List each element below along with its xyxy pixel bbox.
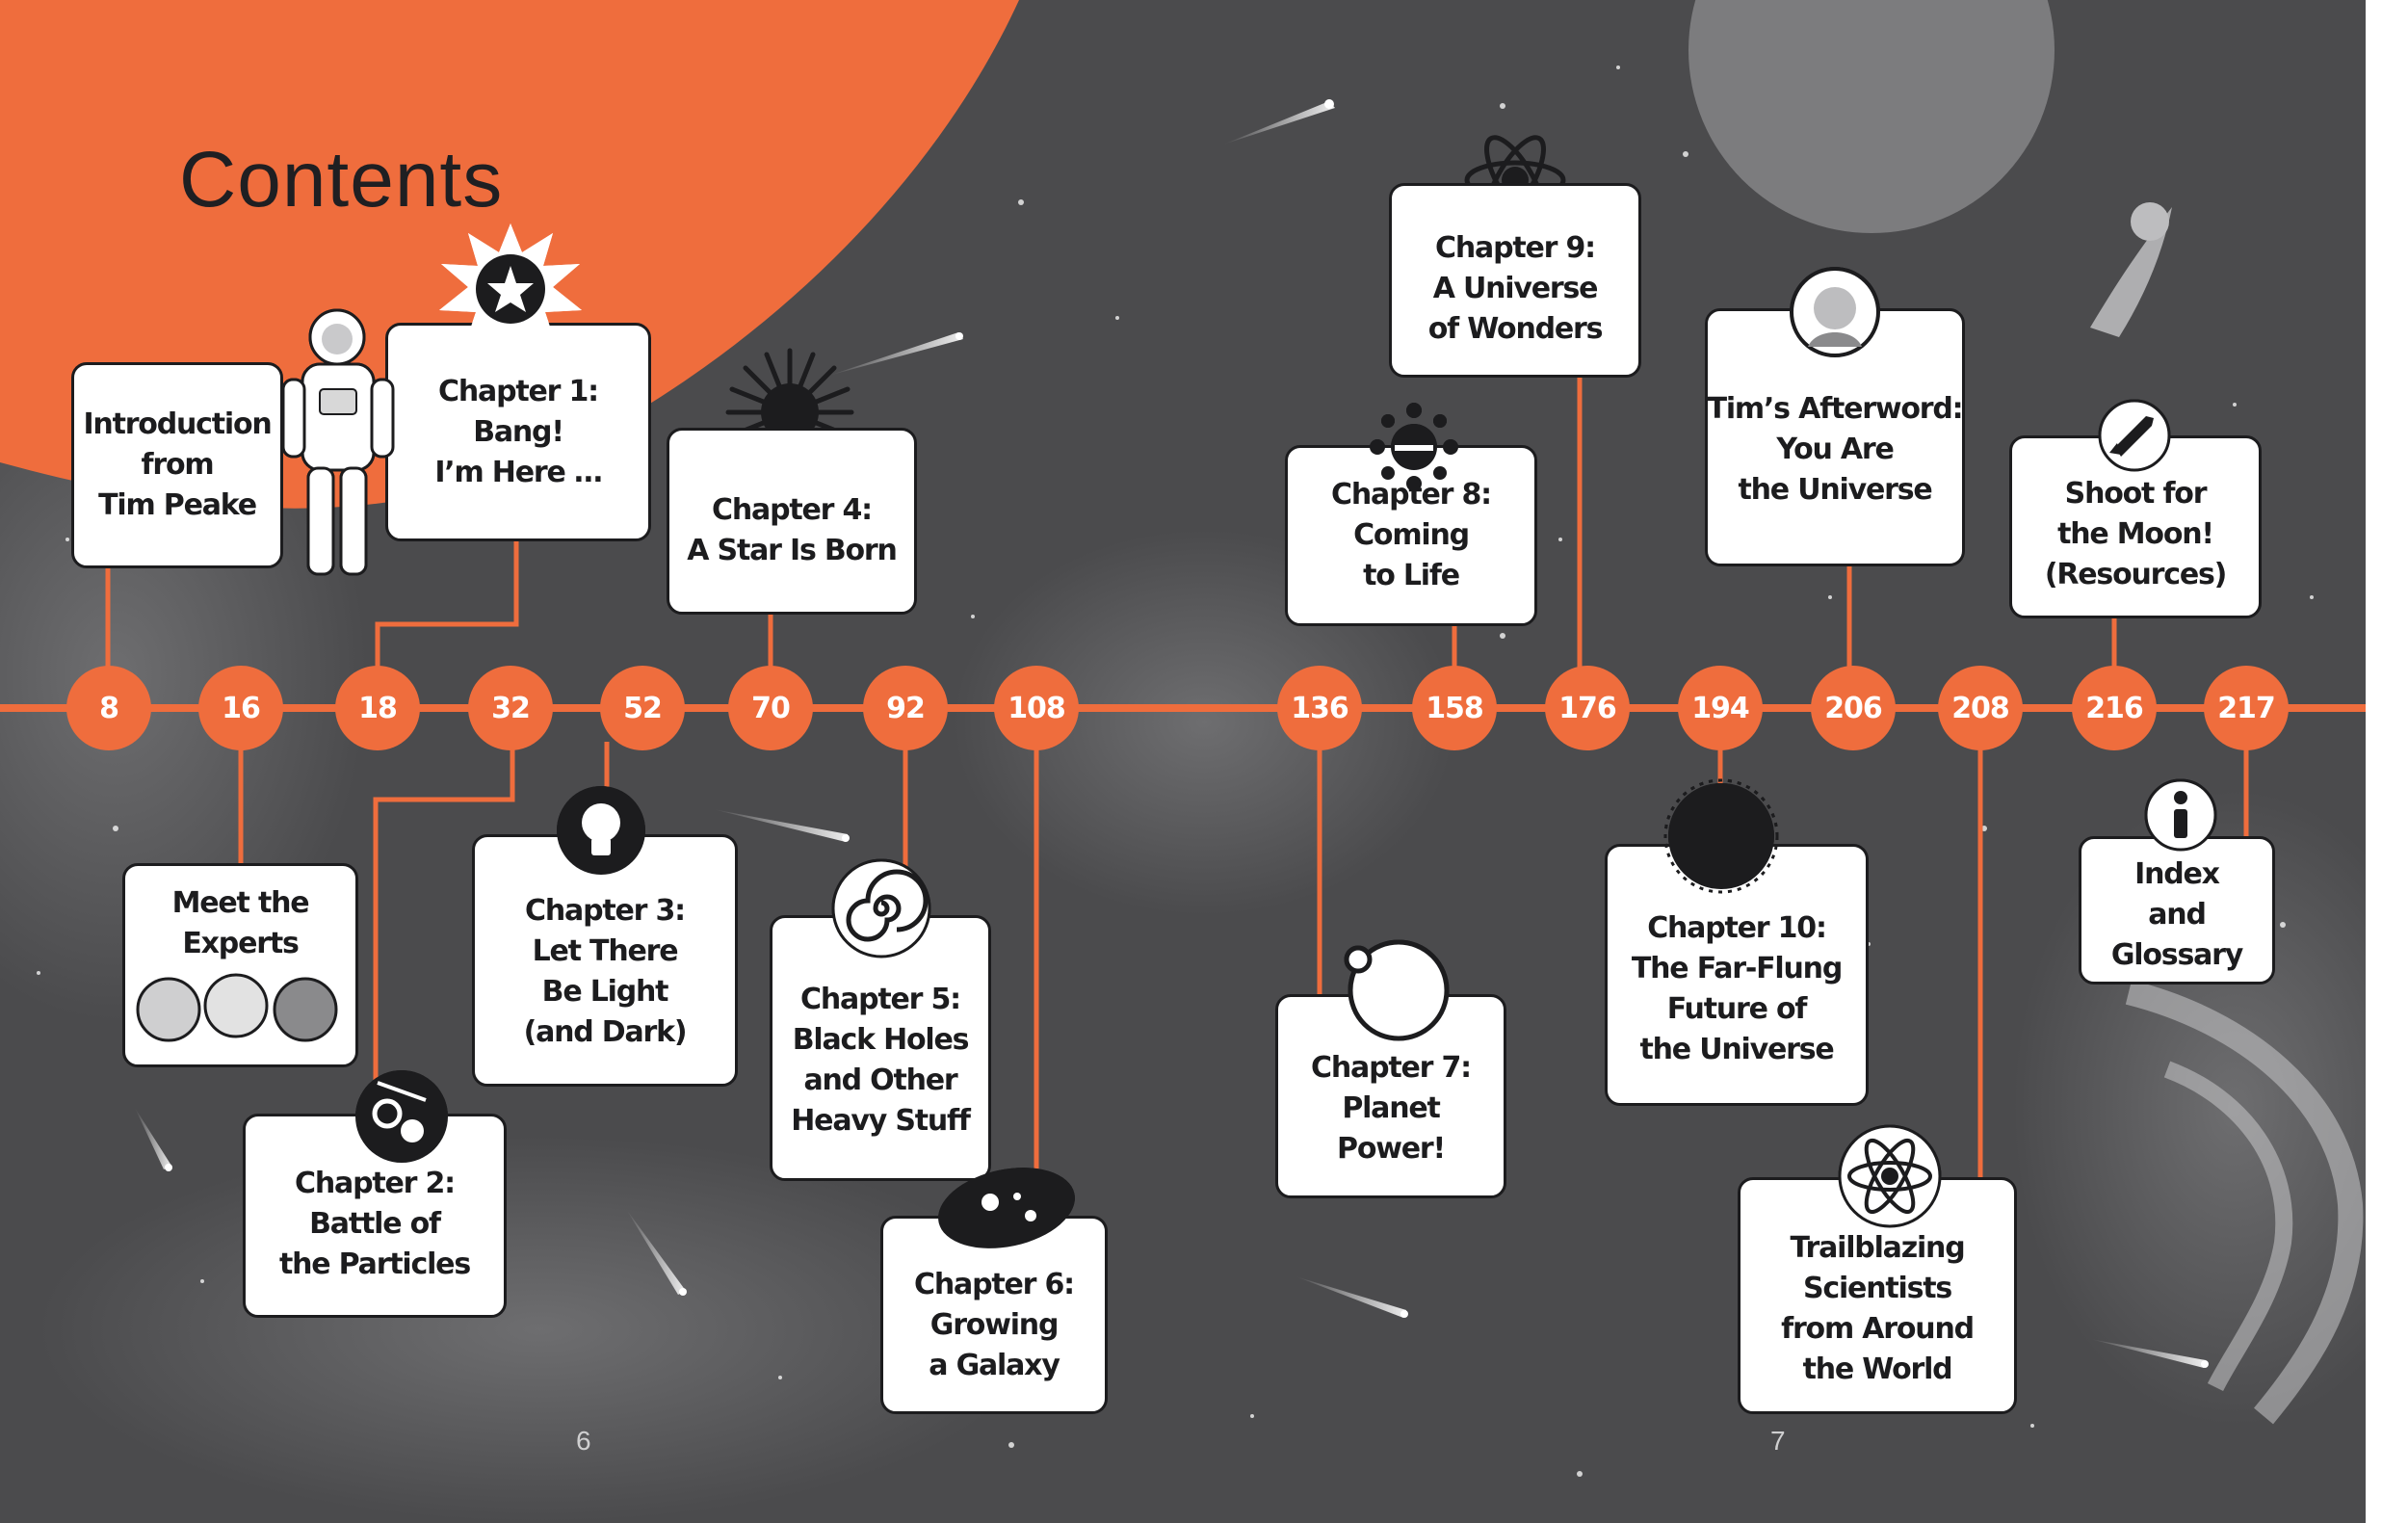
- entry-line: Tim Peake: [98, 488, 257, 522]
- entry-line: from Around: [1781, 1312, 1975, 1346]
- page-number-right: 7: [1770, 1426, 1786, 1456]
- entry-index-and-glossary[interactable]: Index and Glossary: [2079, 836, 2275, 985]
- entry-line: the Particles: [278, 1247, 471, 1281]
- entry-line: A Star Is Born: [687, 534, 898, 567]
- entry-line: the Moon!: [2057, 517, 2214, 551]
- timeline-node-92[interactable]: 92: [863, 666, 948, 750]
- entry-line: Tim’s Afterword:: [1707, 392, 1964, 426]
- entry-line: Future of: [1666, 992, 1808, 1026]
- atom-icon: [1838, 1124, 1942, 1228]
- timeline-node-206[interactable]: 206: [1811, 666, 1896, 750]
- timeline-node-194[interactable]: 194: [1678, 666, 1763, 750]
- timeline-node-8[interactable]: 8: [66, 666, 151, 750]
- entry-introduction[interactable]: Introduction from Tim Peake: [71, 362, 283, 568]
- entry-line: Chapter 10:: [1647, 911, 1827, 945]
- galaxy-swirl: [2125, 980, 2364, 1425]
- entry-line: I’m Here …: [434, 455, 603, 489]
- entry-line: Black Holes: [792, 1023, 970, 1057]
- entry-line: Chapter 3:: [525, 894, 686, 928]
- timeline-node-52[interactable]: 52: [600, 666, 685, 750]
- timeline-node-216[interactable]: 216: [2072, 666, 2157, 750]
- timeline-node-32[interactable]: 32: [468, 666, 553, 750]
- virus-icon: [1370, 403, 1458, 491]
- timeline-node-70[interactable]: 70: [728, 666, 813, 750]
- entry-line: Planet: [1342, 1091, 1441, 1125]
- spiral-icon: [831, 858, 931, 958]
- entry-line: Shoot for: [2064, 477, 2208, 511]
- entry-line: (Resources): [2044, 558, 2227, 591]
- particles-icon: [355, 1070, 448, 1163]
- entry-line: Bang!: [473, 414, 564, 449]
- entry-line: Be Light: [541, 975, 669, 1009]
- entry-line: A Universe: [1432, 272, 1599, 305]
- entry-line: the Universe: [1738, 473, 1933, 507]
- entry-line: a Galaxy: [929, 1349, 1060, 1382]
- entry-line: Meet the: [171, 886, 310, 920]
- timeline-node-158[interactable]: 158: [1412, 666, 1497, 750]
- entry-line: to Life: [1363, 559, 1460, 592]
- lightbulb-icon: [557, 786, 645, 875]
- entry-chapter-3[interactable]: Chapter 3: Let There Be Light (and Dark): [472, 834, 738, 1087]
- explosion-icon: [439, 223, 582, 353]
- entry-line: Power!: [1337, 1132, 1446, 1166]
- entry-line: Introduction: [83, 407, 272, 441]
- entry-line: and Other: [803, 1063, 957, 1097]
- timeline-node-176[interactable]: 176: [1545, 666, 1630, 750]
- entry-chapter-4[interactable]: Chapter 4: A Star Is Born: [667, 428, 917, 615]
- entry-line: and: [2148, 898, 2207, 932]
- timeline-node-18[interactable]: 18: [335, 666, 420, 750]
- entry-line: the Universe: [1639, 1033, 1835, 1066]
- entry-line: Chapter 9:: [1435, 231, 1596, 265]
- astronaut-illustration: [281, 308, 395, 576]
- nebula-center: [954, 530, 1454, 915]
- entry-line: Coming: [1353, 518, 1470, 552]
- entry-line: (and Dark): [523, 1015, 688, 1049]
- experts-avatars: [136, 973, 338, 1042]
- entry-trailblazing-scientists[interactable]: Trailblazing Scientists from Around the …: [1738, 1177, 2017, 1414]
- entry-line: Chapter 7:: [1311, 1051, 1472, 1085]
- timeline-node-108[interactable]: 108: [994, 666, 1079, 750]
- entry-chapter-5[interactable]: Chapter 5: Black Holes and Other Heavy S…: [770, 915, 991, 1181]
- comets: [135, 99, 2209, 1368]
- entry-line: Trailblazing: [1790, 1231, 1966, 1265]
- entry-chapter-10[interactable]: Chapter 10: The Far-Flung Future of the …: [1605, 844, 1869, 1106]
- entry-line: Chapter 2:: [295, 1167, 456, 1200]
- entry-chapter-6[interactable]: Chapter 6: Growing a Galaxy: [880, 1216, 1108, 1414]
- entry-line: Heavy Stuff: [791, 1104, 971, 1138]
- timeline-node-136[interactable]: 136: [1277, 666, 1362, 750]
- moon-circle: [1688, 0, 2055, 233]
- entry-line: Chapter 4:: [712, 493, 873, 527]
- timeline-node-217[interactable]: 217: [2204, 666, 2289, 750]
- entry-chapter-1[interactable]: Chapter 1: Bang! I’m Here …: [385, 323, 651, 541]
- info-icon: [2144, 778, 2217, 852]
- tim-portrait: [1790, 267, 1880, 357]
- entry-line: Index: [2134, 857, 2220, 891]
- entry-line: Growing: [929, 1308, 1060, 1342]
- entry-line: Let There: [532, 934, 679, 968]
- page-title: Contents: [179, 136, 504, 223]
- entry-line: Chapter 5:: [800, 983, 961, 1016]
- entry-line: Experts: [182, 927, 299, 960]
- rocket-icon: [2098, 399, 2171, 472]
- entry-line: the World: [1802, 1352, 1953, 1386]
- entry-line: Battle of: [309, 1207, 441, 1241]
- galaxy-icon: [938, 1168, 1075, 1248]
- page-number-left: 6: [576, 1426, 591, 1456]
- asteroid-comet: [2090, 202, 2172, 337]
- entry-chapter-9[interactable]: Chapter 9: A Universe of Wonders: [1389, 183, 1641, 378]
- black-hole-icon: [1663, 778, 1779, 894]
- entry-line: Scientists: [1802, 1272, 1952, 1305]
- entry-line: The Far-Flung: [1631, 952, 1843, 985]
- entry-line: Chapter 6:: [914, 1268, 1075, 1301]
- entry-line: from: [141, 448, 215, 482]
- planet-orbit-icon: [1344, 939, 1450, 1041]
- entry-line: You Are: [1776, 433, 1895, 466]
- entry-line: Chapter 1:: [438, 374, 599, 408]
- timeline-node-208[interactable]: 208: [1938, 666, 2023, 750]
- entry-line: of Wonders: [1427, 312, 1604, 346]
- entry-line: Glossary: [2110, 938, 2243, 972]
- timeline-node-16[interactable]: 16: [198, 666, 283, 750]
